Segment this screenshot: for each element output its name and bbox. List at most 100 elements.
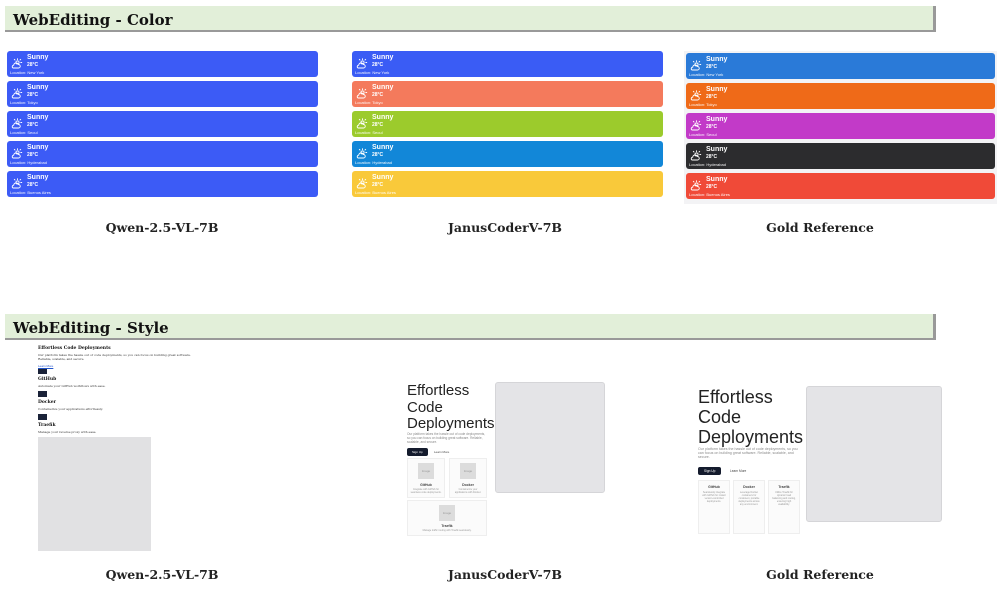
weather-temp: 28°C — [706, 124, 718, 130]
hero-description: Our platform takes the hassle out of cod… — [38, 353, 191, 361]
partly-sunny-icon — [690, 59, 702, 71]
weather-temp: 28°C — [706, 184, 718, 190]
partly-sunny-icon — [11, 147, 23, 159]
weather-condition: Sunny — [372, 114, 394, 121]
feature-card: GitHub Seamlessly integrate with GitHub … — [698, 480, 730, 534]
feature-desc: Automate your GitHub workflows with ease… — [38, 384, 106, 388]
partly-sunny-icon — [356, 147, 368, 159]
weather-condition: Sunny — [706, 176, 728, 183]
weather-location: Location: New York — [355, 70, 390, 75]
weather-temp: 28°C — [27, 122, 39, 128]
weather-condition: Sunny — [372, 84, 394, 91]
weather-location: Location: Buenos Aires — [10, 190, 51, 195]
feature-image-placeholder: Image — [439, 505, 455, 521]
partly-sunny-icon — [690, 179, 702, 191]
partly-sunny-icon — [11, 117, 23, 129]
feature-title: Traefik — [778, 485, 790, 489]
learn-more-link[interactable]: Learn More — [38, 364, 54, 368]
caption-qwen-style: Qwen-2.5-VL-7B — [105, 567, 219, 582]
caption-gold-color: Gold Reference — [766, 220, 874, 235]
feature-title: Docker — [38, 400, 56, 405]
weather-condition: Sunny — [372, 54, 394, 61]
weather-location: Location: Buenos Aires — [689, 192, 730, 197]
weather-temp: 28°C — [372, 182, 384, 188]
feature-title: Docker — [462, 483, 474, 487]
hero-image-placeholder — [495, 382, 605, 493]
feature-desc: Seamlessly integrate with GitHub for ins… — [702, 491, 726, 503]
feature-card: Traefik Utilize Traefik for dynamic load… — [768, 480, 800, 534]
partly-sunny-icon — [690, 149, 702, 161]
weather-location: Location: Seoul — [355, 130, 383, 135]
weather-location: Location: Tokyo — [10, 100, 38, 105]
weather-temp: 28°C — [27, 152, 39, 158]
partly-sunny-icon — [690, 89, 702, 101]
partly-sunny-icon — [690, 119, 702, 131]
weather-location: Location: Seoul — [10, 130, 38, 135]
feature-card: Image Docker Containerize your applicati… — [449, 458, 487, 498]
feature-title: Docker — [743, 485, 755, 489]
learn-more-button[interactable]: Learn More — [434, 450, 450, 454]
partly-sunny-icon — [356, 177, 368, 189]
weather-temp: 28°C — [27, 62, 39, 68]
partly-sunny-icon — [11, 87, 23, 99]
section-header-style: WebEditing - Style — [5, 314, 936, 340]
signup-button[interactable]: Sign Up — [698, 467, 722, 475]
weather-temp: 28°C — [372, 152, 384, 158]
weather-condition: Sunny — [27, 84, 49, 91]
feature-title: GitHub — [708, 485, 720, 489]
caption-gold-style: Gold Reference — [766, 567, 874, 582]
feature-button[interactable] — [38, 414, 47, 420]
feature-title: GitHub — [38, 377, 57, 382]
feature-desc: Integrate with GitHub for seamless code … — [410, 488, 442, 494]
weather-condition: Sunny — [372, 144, 394, 151]
page-title: Effortless Code Deployments — [698, 387, 804, 447]
feature-title: Traefik — [38, 423, 56, 428]
weather-condition: Sunny — [27, 114, 49, 121]
weather-condition: Sunny — [27, 144, 49, 151]
weather-location: Location: Hyderabad — [689, 162, 726, 167]
weather-location: Location: Seoul — [689, 132, 717, 137]
weather-condition: Sunny — [27, 54, 49, 61]
page-title: Effortless Code Deployments — [407, 382, 495, 432]
feature-button[interactable] — [38, 391, 47, 397]
feature-image-placeholder: Image — [460, 463, 476, 479]
feature-desc: Manage your reverse proxy with ease. — [38, 430, 97, 434]
feature-desc: Leverage Docker containers for consisten… — [738, 491, 760, 506]
weather-location: Location: Hyderabad — [355, 160, 392, 165]
signup-button[interactable]: Sign Up — [407, 448, 428, 456]
hero-image-placeholder — [38, 437, 151, 551]
weather-location: Location: New York — [689, 72, 724, 77]
feature-button[interactable] — [38, 368, 47, 374]
qwen-style-panel: Effortless Code Deployments Our platform… — [38, 346, 198, 556]
caption-qwen-color: Qwen-2.5-VL-7B — [105, 220, 219, 235]
weather-temp: 28°C — [706, 94, 718, 100]
weather-condition: Sunny — [706, 86, 728, 93]
feature-desc: Manage traffic routing with Traefik seam… — [422, 529, 472, 532]
hero-image-placeholder — [806, 386, 942, 522]
weather-temp: 28°C — [372, 62, 384, 68]
weather-location: Location: Buenos Aires — [355, 190, 396, 195]
weather-condition: Sunny — [706, 146, 728, 153]
weather-temp: 28°C — [372, 92, 384, 98]
weather-location: Location: Tokyo — [355, 100, 383, 105]
partly-sunny-icon — [356, 87, 368, 99]
feature-desc: Containerize your applications with Dock… — [454, 488, 482, 494]
learn-more-button[interactable]: Learn More — [730, 469, 747, 473]
feature-card: Docker Leverage Docker containers for co… — [733, 480, 765, 534]
